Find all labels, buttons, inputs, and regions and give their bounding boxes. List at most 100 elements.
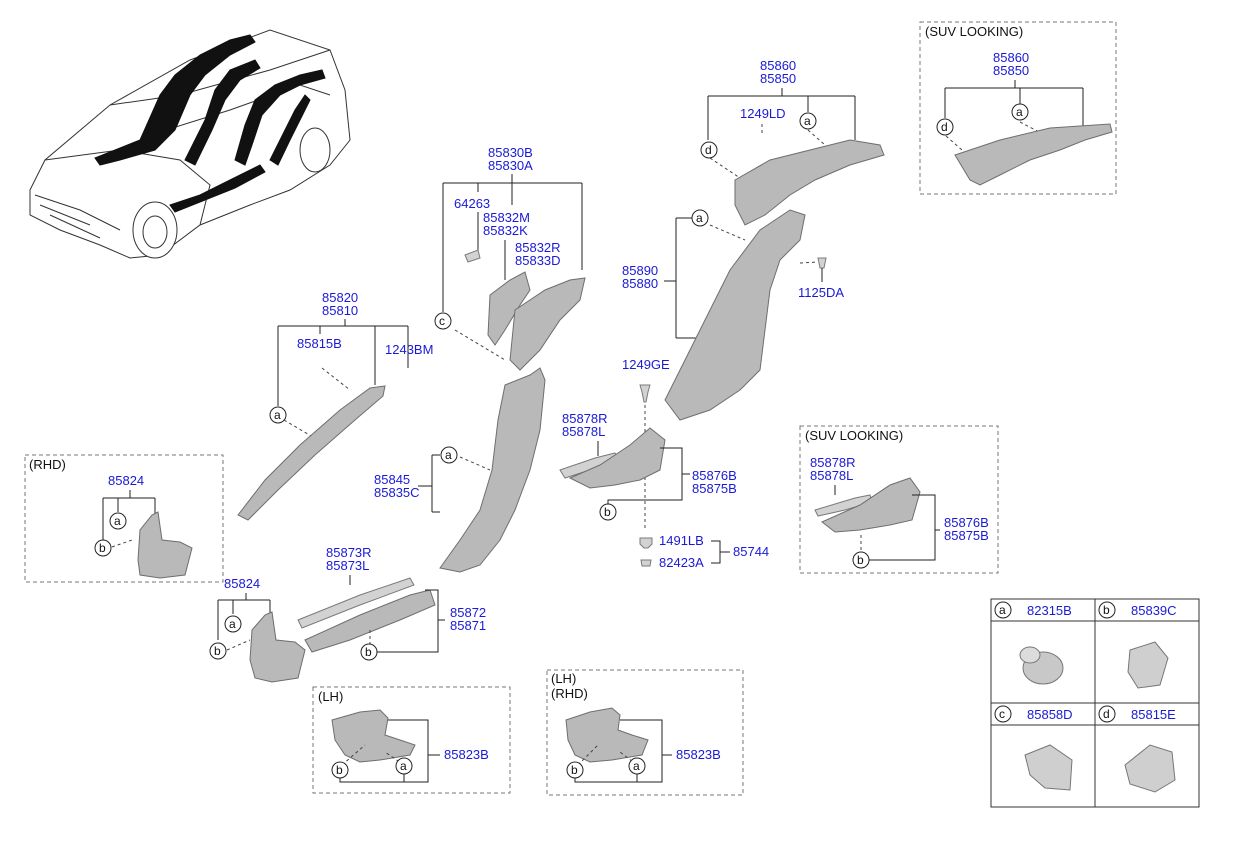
part-85810: 85810	[322, 303, 358, 318]
svg-text:a: a	[114, 514, 121, 528]
callout-c-center: c	[434, 312, 452, 330]
part-85830B: 85830B	[488, 145, 533, 160]
legend-c-part: 85858D	[1027, 707, 1073, 722]
callout-a-lhrhd: a	[628, 757, 646, 775]
part-85823B-lhrhd: 85823B	[676, 747, 721, 762]
part-85878L: 85878L	[562, 424, 605, 439]
part-1491LB: 1491LB	[659, 533, 704, 548]
callout-d-suv: d	[936, 118, 954, 136]
callout-b-lh: b	[331, 761, 349, 779]
part-85890: 85890	[622, 263, 658, 278]
svg-text:c: c	[439, 314, 445, 328]
part-85832K: 85832K	[483, 223, 528, 238]
svg-text:a: a	[633, 759, 640, 773]
part-85873R: 85873R	[326, 545, 372, 560]
lh-rhd-label-2: (RHD)	[551, 686, 588, 701]
cover-85823B-lhrhd-part	[565, 707, 649, 763]
part-85830A: 85830A	[488, 158, 533, 173]
callout-b-scuff: b	[599, 503, 617, 521]
car-overview-illustration	[29, 29, 351, 259]
svg-text:d: d	[941, 120, 948, 134]
callout-b-lhrhd: b	[566, 761, 584, 779]
cover-85823B-lh-part	[331, 709, 416, 763]
part-85833D: 85833D	[515, 253, 561, 268]
svg-text:a: a	[445, 448, 452, 462]
trim-85876-suv-part	[821, 477, 921, 533]
svg-text:b: b	[214, 644, 221, 658]
part-1249LD: 1249LD	[740, 106, 786, 121]
clip-1491LB-part	[639, 537, 653, 549]
part-85875B: 85875B	[692, 481, 737, 496]
svg-text:b: b	[604, 505, 611, 519]
part-85850: 85850	[760, 71, 796, 86]
part-85824: 85824	[224, 576, 260, 591]
part-85832M: 85832M	[483, 210, 530, 225]
trim-85830-part	[509, 277, 586, 371]
part-85876B: 85876B	[692, 468, 737, 483]
trim-85876-part	[568, 427, 666, 489]
suv-looking-box-roof	[919, 21, 1117, 195]
svg-text:a: a	[999, 603, 1006, 617]
svg-text:b: b	[336, 763, 343, 777]
part-85873L: 85873L	[326, 558, 369, 573]
part-85832R: 85832R	[515, 240, 561, 255]
part-85860: 85860	[760, 58, 796, 73]
part-85878R-suv: 85878R	[810, 455, 856, 470]
part-85860-suv: 85860	[993, 50, 1029, 65]
legend-d-part: 85815E	[1131, 707, 1176, 722]
part-64263: 64263	[454, 196, 490, 211]
part-85878L-suv: 85878L	[810, 468, 853, 483]
roof-trim-suv-part	[954, 123, 1113, 186]
svg-text:a: a	[696, 211, 703, 225]
callout-a-suv: a	[1011, 103, 1029, 121]
legend-b-cell: b 85839C	[1098, 601, 1177, 689]
svg-text:a: a	[274, 408, 281, 422]
lh-label: (LH)	[318, 689, 343, 704]
part-85820: 85820	[322, 290, 358, 305]
part-85876B-suv: 85876B	[944, 515, 989, 530]
kick-panel-rhd-part	[137, 511, 193, 579]
legend-c-cell: c 85858D	[994, 705, 1073, 791]
part-85872: 85872	[450, 605, 486, 620]
legend-d-cell: d 85815E	[1098, 705, 1176, 793]
scuff-85872-part	[304, 589, 436, 653]
lh-box	[312, 686, 511, 794]
a-pillar-trim-part	[237, 385, 386, 521]
svg-text:b: b	[857, 553, 864, 567]
callout-markers: d a d a c a a a b b a b a b b b a b a	[94, 103, 1029, 779]
rhd-box	[24, 454, 224, 583]
callout-a-bpillar: a	[440, 446, 458, 464]
suv-looking-box-scuff	[799, 425, 999, 574]
callout-a-kick: a	[224, 615, 242, 633]
nut-82423A-part	[640, 559, 652, 567]
part-1249GE: 1249GE	[622, 357, 670, 372]
svg-text:b: b	[365, 645, 372, 659]
callout-b-suv-scuff: b	[852, 551, 870, 569]
svg-text:a: a	[1016, 105, 1023, 119]
svg-text:d: d	[1103, 707, 1110, 721]
svg-text:b: b	[571, 763, 578, 777]
callout-b-sill: b	[360, 643, 378, 661]
part-82423A: 82423A	[659, 555, 704, 570]
callout-b-kick: b	[209, 642, 227, 660]
trim-85832-part	[487, 271, 531, 346]
part-85875B-suv: 85875B	[944, 528, 989, 543]
callout-b-rhd: b	[94, 539, 112, 557]
legend-a-part: 82315B	[1027, 603, 1072, 618]
part-1243BM: 1243BM	[385, 342, 433, 357]
svg-text:a: a	[400, 759, 407, 773]
lh-rhd-label-1: (LH)	[551, 671, 576, 686]
scuff-85873-part	[297, 577, 415, 629]
suv-looking-label-roof: (SUV LOOKING)	[925, 24, 1023, 39]
part-85744: 85744	[733, 544, 769, 559]
legend-b-part: 85839C	[1131, 603, 1177, 618]
callout-a-lh: a	[395, 757, 413, 775]
rhd-label: (RHD)	[29, 457, 66, 472]
callout-a-rhd: a	[109, 512, 127, 530]
part-85850-suv: 85850	[993, 63, 1029, 78]
callout-a-roof: a	[799, 112, 817, 130]
part-85878R: 85878R	[562, 411, 608, 426]
screw-1249GE-part	[639, 384, 651, 403]
svg-text:b: b	[1103, 603, 1110, 617]
